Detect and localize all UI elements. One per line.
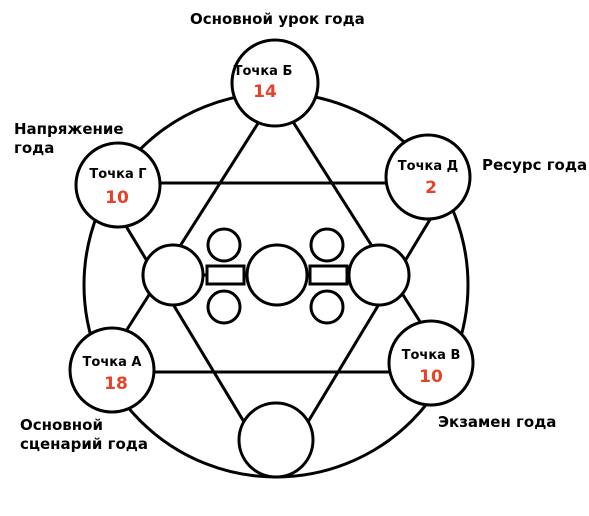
label-upper-left-line1: Напряжение [14, 120, 124, 138]
small-circle-right-top [309, 227, 345, 263]
point-v: Точка В 10 [387, 319, 475, 407]
small-circle-left-top [206, 227, 242, 263]
label-top: Основной урок года [190, 10, 365, 28]
label-upper-left: Напряжение года [14, 120, 124, 158]
label-lower-left: Основной сценарий года [20, 416, 148, 454]
inner-left-circle [141, 243, 205, 307]
bottom-circle [237, 401, 315, 479]
point-a: Точка А 18 [68, 326, 156, 414]
connector-right [308, 264, 349, 286]
point-a-value: 18 [104, 374, 128, 394]
label-upper-right: Ресурс года [482, 156, 588, 174]
inner-center-circle [245, 243, 309, 307]
point-d-name: Точка Д [398, 159, 458, 174]
point-b-name: Точка Б [234, 64, 293, 79]
point-v-value: 10 [419, 367, 443, 387]
point-g-name: Точка Г [89, 167, 146, 182]
label-lower-left-line2: сценарий года [20, 435, 149, 453]
point-g: Точка Г 10 [74, 141, 162, 229]
point-v-name: Точка В [402, 348, 461, 363]
point-g-value: 10 [105, 188, 129, 208]
point-a-name: Точка А [83, 355, 142, 370]
label-lower-right: Экзамен года [438, 413, 557, 431]
inner-circles [141, 227, 411, 479]
point-b: Точка Б 14 [230, 38, 320, 128]
point-b-value: 14 [253, 82, 277, 102]
connector-left [205, 264, 246, 286]
point-d-value: 2 [425, 178, 437, 198]
label-lower-left-line1: Основной [20, 416, 103, 434]
small-circle-right-bottom [309, 289, 345, 325]
inner-right-circle [347, 243, 411, 307]
small-circle-left-bottom [206, 289, 242, 325]
point-d: Точка Д 2 [384, 133, 472, 221]
label-upper-left-line2: года [14, 139, 55, 157]
